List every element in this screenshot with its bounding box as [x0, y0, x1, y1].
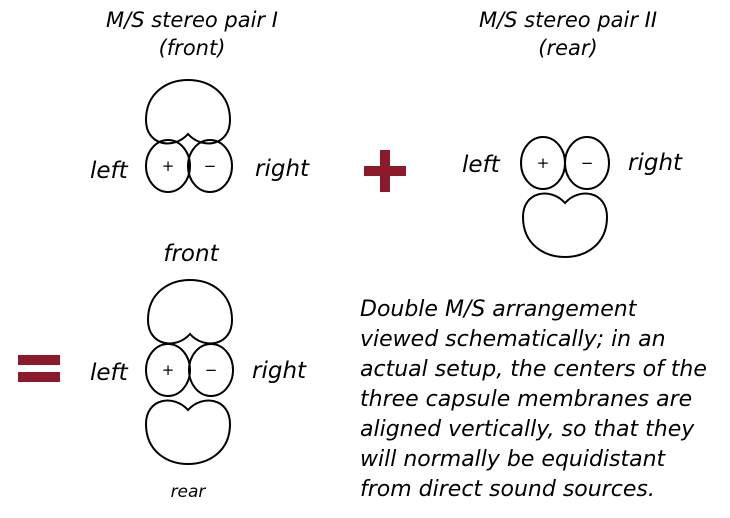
result-plus-sign: +: [162, 361, 175, 379]
result-right-label: right: [252, 358, 307, 384]
plus-operator: [364, 150, 406, 192]
result-rear-cardioid: [145, 399, 231, 465]
pair-one-plus-lobe: [145, 139, 191, 193]
note-line: three capsule membranes are: [360, 387, 692, 412]
note-line: actual setup, the centers of the: [360, 357, 707, 382]
pair-two-minus-sign: −: [581, 154, 594, 172]
pair-one-title-line2: (front): [159, 36, 226, 60]
pair-one-title-line1: M/S stereo pair I: [106, 8, 278, 32]
result-minus-lobe: [188, 343, 234, 397]
result-group: front + − left right rear: [90, 241, 307, 502]
result-left-label: left: [90, 360, 129, 386]
pair-two-mid-cardioid: [522, 192, 608, 258]
pair-two-left-label: left: [462, 152, 501, 178]
pair-one-left-label: left: [90, 158, 129, 184]
pair-one-right-label: right: [255, 156, 310, 182]
result-minus-sign: −: [205, 361, 218, 379]
result-rear-label: rear: [171, 482, 207, 502]
note-line: Double M/S arrangement: [360, 297, 638, 322]
note-line: aligned vertically, so that they: [360, 417, 695, 442]
note-line: from direct sound sources.: [360, 477, 655, 502]
pair-one-plus-sign: +: [162, 157, 175, 175]
note-line: viewed schematically; in an: [360, 327, 666, 352]
pair-one-minus-sign: −: [204, 157, 217, 175]
pair-two-title-line1: M/S stereo pair II: [479, 8, 657, 32]
pair-one-group: M/S stereo pair I (front) + − left right: [90, 8, 310, 193]
pair-two-right-label: right: [628, 150, 683, 176]
pair-one-mid-cardioid: [145, 79, 231, 145]
pair-two-title-line2: (rear): [538, 36, 597, 60]
equals-operator: [18, 355, 60, 382]
pair-two-group: M/S stereo pair II (rear) + − left right: [462, 8, 683, 258]
pair-two-plus-sign: +: [537, 154, 550, 172]
result-front-cardioid: [147, 279, 233, 345]
result-front-label: front: [163, 241, 219, 267]
pair-two-minus-lobe: [564, 136, 610, 190]
explanatory-note: Double M/S arrangement viewed schematica…: [360, 297, 707, 502]
pair-one-minus-lobe: [187, 139, 233, 193]
note-line: will normally be equidistant: [360, 447, 667, 472]
